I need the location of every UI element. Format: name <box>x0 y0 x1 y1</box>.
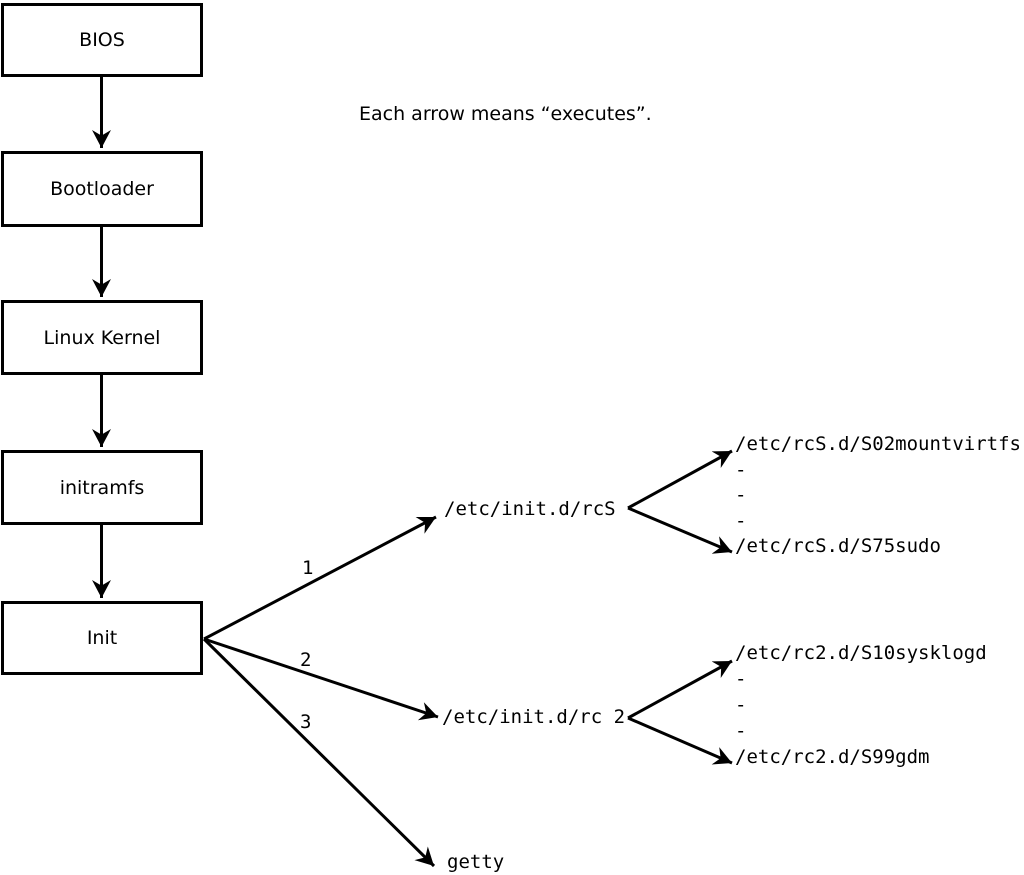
fanout-order-2: 2 <box>300 649 312 671</box>
arrow-init-to-rc2 <box>203 637 439 721</box>
rcS-script-ellipsis: - <box>735 509 747 532</box>
node-bios-label: BIOS <box>79 29 125 51</box>
rc2-script-item: /etc/rc2.d/S10sysklogd <box>735 642 987 664</box>
rc2-script-item: /etc/rc2.d/S99gdm <box>735 746 930 768</box>
rcS-script-ellipsis: - <box>735 484 747 506</box>
node-etc-init-d-rc2: /etc/init.d/rc 2 <box>442 706 626 728</box>
rc2-script-list: /etc/rc2.d/S10sysklogd - - - /etc/rc2.d/… <box>735 640 987 770</box>
arrow-init-to-rcS <box>203 515 437 641</box>
node-getty: getty <box>447 851 505 873</box>
rc2-script-ellipsis: - <box>735 694 747 716</box>
rc2-script-ellipsis: - <box>735 668 747 690</box>
node-initramfs-label: initramfs <box>59 476 145 499</box>
arrow-rc2-to-s10sysklogd <box>627 659 733 720</box>
node-bios: BIOS <box>1 3 203 77</box>
rc2-script-ellipsis: - <box>735 720 747 742</box>
rcS-script-ellipsis: - <box>735 458 747 481</box>
node-linux-kernel: Linux Kernel <box>1 300 203 375</box>
legend-note: Each arrow means “executes”. <box>359 103 652 125</box>
node-bootloader-label: Bootloader <box>50 178 154 200</box>
arrow-rcS-to-s02mountvirtfs <box>627 449 733 510</box>
fanout-order-1: 1 <box>302 557 314 579</box>
node-linux-kernel-label: Linux Kernel <box>43 326 161 349</box>
arrow-rcS-to-s75sudo <box>627 506 733 554</box>
node-bootloader: Bootloader <box>1 151 203 227</box>
node-initramfs: initramfs <box>1 450 203 525</box>
rcS-script-list: /etc/rcS.d/S02mountvirtfs - - - /etc/rcS… <box>735 432 1021 560</box>
arrow-init-to-getty <box>202 637 436 868</box>
fanout-order-3: 3 <box>300 711 312 733</box>
arrow-rc2-to-s99gdm <box>627 716 733 765</box>
rcS-script-item: /etc/rcS.d/S75sudo <box>735 535 941 557</box>
node-init-label: Init <box>86 627 118 649</box>
rcS-script-item: /etc/rcS.d/S02mountvirtfs <box>735 433 1021 455</box>
node-init: Init <box>1 601 203 675</box>
node-etc-init-d-rcS: /etc/init.d/rcS <box>444 498 616 520</box>
